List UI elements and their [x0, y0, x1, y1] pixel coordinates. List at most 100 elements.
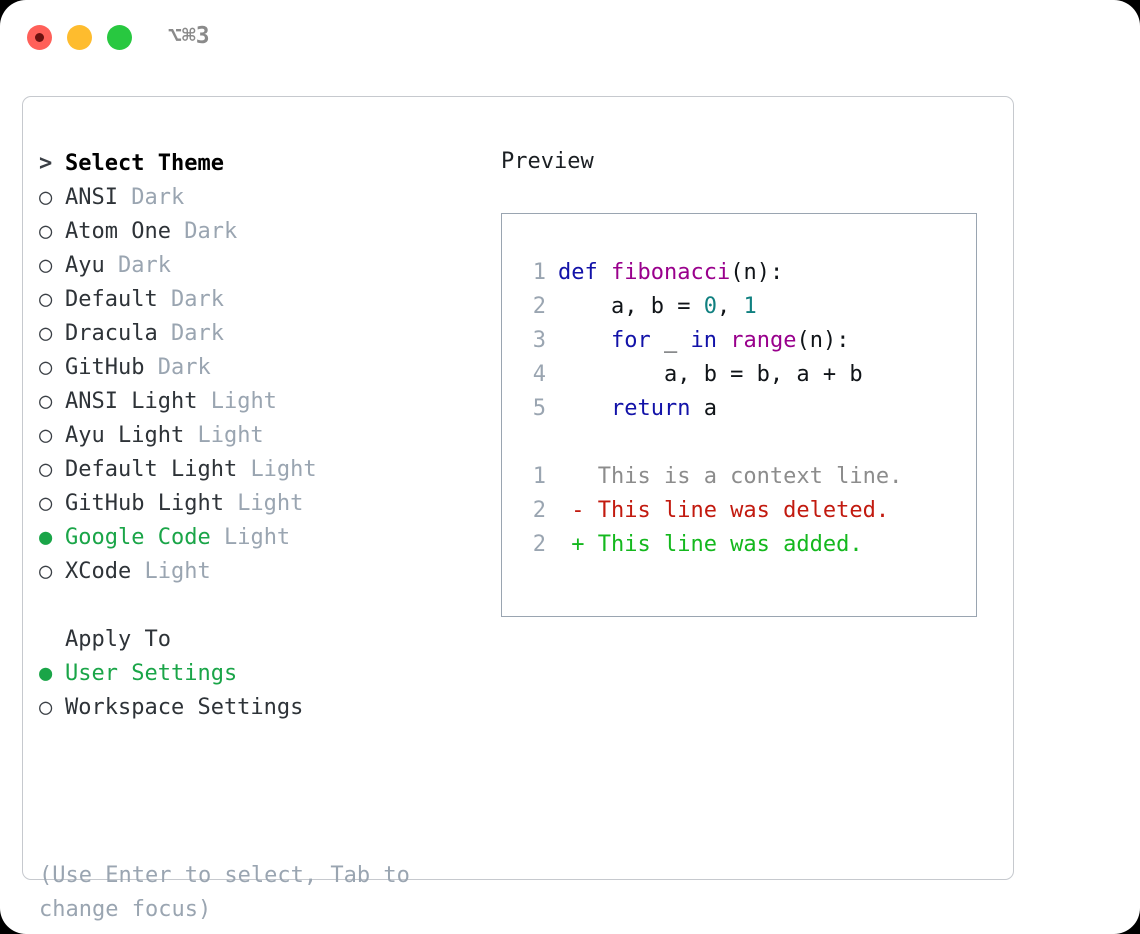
code-token: a, b = b, a + b: [558, 362, 863, 387]
code-token: a: [690, 396, 717, 421]
line-number: 1: [532, 464, 546, 489]
radio-unselected-icon: ○: [39, 457, 53, 482]
content-panel: >Select Theme ○ANSI Dark○Atom One Dark○A…: [22, 96, 1014, 922]
theme-list-item[interactable]: ○ Atom One Dark: [39, 215, 479, 249]
theme-list-item[interactable]: ○ANSI Light Light: [39, 385, 479, 419]
theme-variant-label: Light: [237, 491, 304, 516]
radio-unselected-icon: ○: [39, 219, 53, 244]
theme-name-label: Default: [65, 287, 171, 312]
theme-name-label: XCode: [65, 559, 145, 584]
theme-list-item[interactable]: ○Dracula Dark: [39, 317, 479, 351]
preview-title: Preview: [501, 149, 594, 174]
diff-sample: 1 This is a context line.2 - This line w…: [520, 460, 976, 562]
apply-to-item[interactable]: ●User Settings: [39, 657, 479, 691]
apply-to-list: ●User Settings○Workspace Settings: [39, 657, 479, 725]
theme-list-item[interactable]: ○ Default Dark: [39, 283, 479, 317]
theme-variant-label: Dark: [157, 355, 211, 380]
code-token: ,: [716, 294, 744, 319]
theme-variant-label: Light: [250, 457, 317, 482]
code-token: _: [650, 328, 691, 353]
apply-to-item[interactable]: ○Workspace Settings: [39, 691, 479, 725]
code-token: [558, 328, 611, 353]
apply-to-label: User Settings: [65, 661, 238, 686]
minimize-button[interactable]: [67, 25, 92, 50]
spacer: [520, 426, 976, 460]
theme-list-item[interactable]: ○ ANSI Dark: [39, 181, 479, 215]
radio-unselected-icon: ○: [39, 253, 53, 278]
theme-list-item[interactable]: ●Google Code Light: [39, 521, 479, 555]
radio-unselected-icon: ○: [39, 185, 53, 210]
theme-name-label: Atom One: [65, 219, 185, 244]
theme-list-item[interactable]: ○ Default Light Light: [39, 453, 479, 487]
line-number: 2: [532, 498, 546, 523]
maximize-button[interactable]: [107, 25, 132, 50]
theme-name-label: Dracula: [65, 321, 171, 346]
radio-unselected-icon: ○: [39, 287, 53, 312]
apply-to-heading-label: Apply To: [65, 627, 171, 652]
theme-name-label: Ayu: [65, 253, 118, 278]
theme-list-item[interactable]: ○ Ayu Dark: [39, 249, 479, 283]
radio-unselected-icon: ○: [39, 423, 53, 448]
apply-to-heading: ○Apply To: [39, 623, 479, 657]
theme-variant-label: Light: [197, 423, 264, 448]
code-token: 1: [743, 294, 757, 319]
theme-variant-label: Dark: [170, 287, 224, 312]
line-number: 3: [532, 328, 546, 353]
traffic-light-group: [27, 25, 132, 50]
theme-variant-label: Light: [144, 559, 211, 584]
keyboard-shortcut-label: ⌥⌘3: [168, 23, 210, 49]
code-line: 4 a, b = b, a + b: [520, 358, 976, 392]
radio-unselected-icon: ○: [39, 321, 53, 346]
theme-name-label: ANSI: [65, 185, 132, 210]
code-token: 0: [703, 294, 717, 319]
line-number: 2: [532, 294, 546, 319]
code-line: 3 for _ in range(n):: [520, 324, 976, 358]
radio-unselected-icon: ○: [39, 355, 53, 380]
code-token: + This line was added.: [558, 532, 863, 557]
theme-list-item[interactable]: ○ GitHub Light Light: [39, 487, 479, 521]
code-token: [717, 328, 730, 353]
line-number: 2: [532, 532, 546, 557]
theme-name-label: Default Light: [65, 457, 251, 482]
code-line: 2 a, b = 0, 1: [520, 290, 976, 324]
page-title: Select Theme: [65, 151, 224, 176]
theme-variant-label: Dark: [117, 253, 171, 278]
theme-name-label: Ayu Light: [65, 423, 198, 448]
diff-line: 1 This is a context line.: [520, 460, 976, 494]
code-line: 5 return a: [520, 392, 976, 426]
code-token: return: [610, 396, 691, 421]
line-number: 4: [532, 362, 546, 387]
theme-picker-prompt: >Select Theme: [39, 147, 479, 181]
theme-variant-label: Dark: [131, 185, 185, 210]
line-number: 1: [532, 260, 546, 285]
theme-name-label: GitHub: [65, 355, 158, 380]
theme-variant-label: Dark: [184, 219, 238, 244]
code-token: range: [730, 328, 797, 353]
radio-selected-icon: ●: [39, 525, 53, 550]
keyboard-hint: (Use Enter to select, Tab to change focu…: [39, 863, 410, 922]
title-bar: ⌥⌘3: [0, 0, 1140, 78]
code-token: (n):: [730, 260, 784, 285]
code-token: fibonacci: [610, 260, 731, 285]
radio-unselected-icon: ○: [39, 491, 53, 516]
theme-list-item[interactable]: ○ GitHub Dark: [39, 351, 479, 385]
apply-to-label: Workspace Settings: [65, 695, 304, 720]
code-token: in: [690, 328, 717, 353]
close-button[interactable]: [27, 25, 52, 50]
diff-line: 2 - This line was deleted.: [520, 494, 976, 528]
blank-marker-icon: ○: [39, 623, 65, 657]
theme-name-label: GitHub Light: [65, 491, 238, 516]
code-token: for: [610, 328, 651, 353]
code-line: 1 def fibonacci(n):: [520, 256, 976, 290]
code-token: def: [558, 260, 611, 285]
theme-list-item[interactable]: ○ Ayu Light Light: [39, 419, 479, 453]
theme-name-label: Google Code: [65, 525, 224, 550]
line-number: 5: [532, 396, 546, 421]
theme-list-item[interactable]: ○XCode Light: [39, 555, 479, 589]
code-token: - This line was deleted.: [558, 498, 890, 523]
diff-line: 2 + This line was added.: [520, 528, 976, 562]
